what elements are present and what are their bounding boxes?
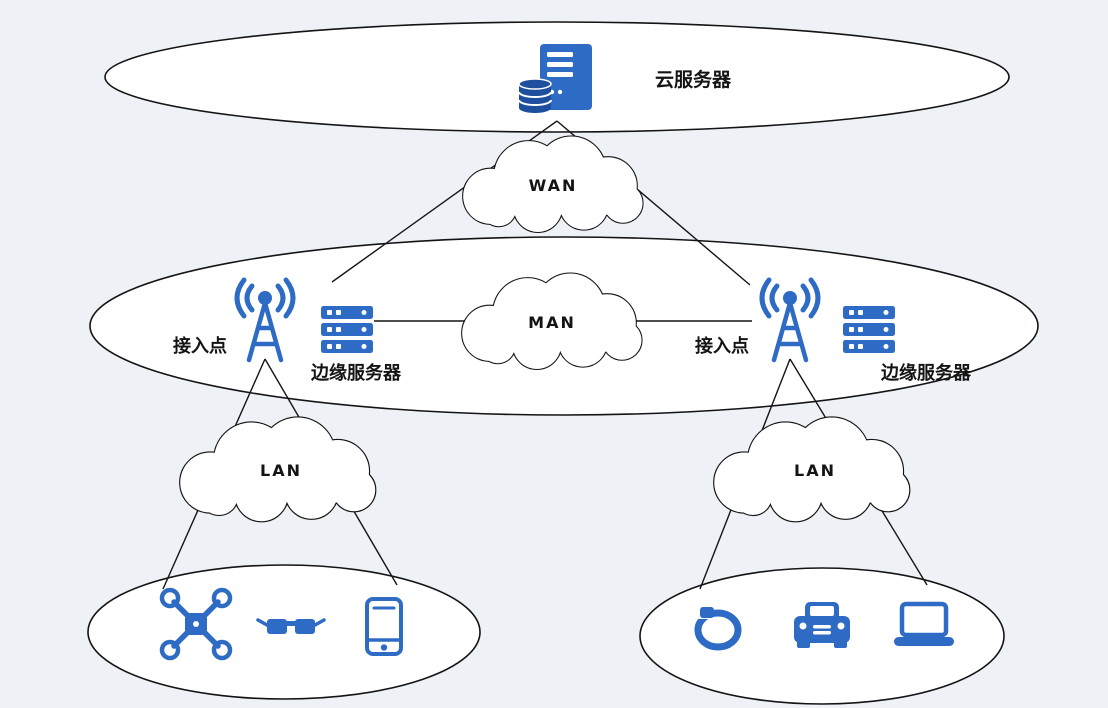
access-point-left-label: 接入点 <box>173 335 227 357</box>
lan-right-label: LAN <box>794 461 836 480</box>
smart-band-icon <box>692 604 742 651</box>
wan-label: WAN <box>529 176 578 195</box>
edge-server-left-label: 边缘服务器 <box>310 362 402 384</box>
smartphone-icon <box>365 597 403 656</box>
ar-glasses-icon <box>256 618 326 634</box>
man-label: MAN <box>528 313 576 332</box>
edge-server-right-label: 边缘服务器 <box>880 362 972 384</box>
lan-left-label: LAN <box>260 461 302 480</box>
laptop-icon <box>894 601 954 646</box>
drone-icon <box>159 587 233 661</box>
server-rack-icon-left <box>321 306 373 353</box>
car-icon <box>794 602 850 648</box>
database-icon <box>518 78 552 113</box>
access-point-right-label: 接入点 <box>695 335 749 357</box>
cloud-server-icon <box>518 44 592 113</box>
server-rack-icon-right <box>843 306 895 353</box>
cloud-server-label: 云服务器 <box>655 68 732 91</box>
